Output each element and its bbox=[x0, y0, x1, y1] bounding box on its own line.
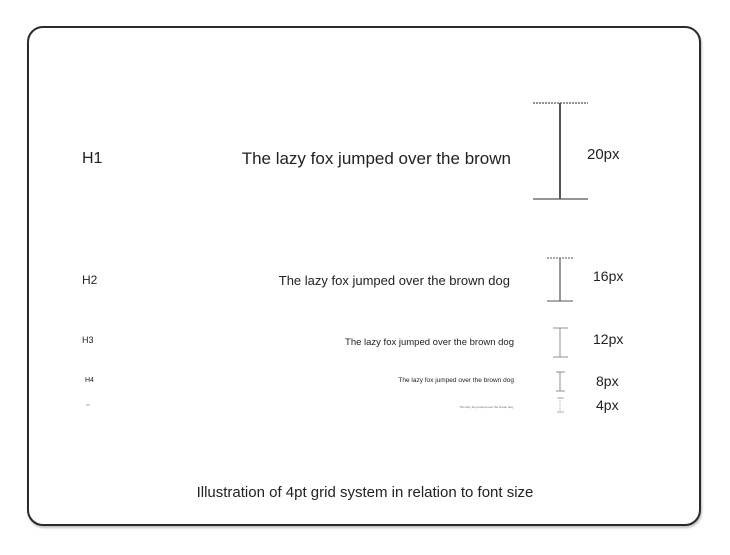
heading-tag-h5: H5 bbox=[86, 403, 90, 407]
heading-tag-h1: H1 bbox=[82, 150, 103, 167]
size-label-20px: 20px bbox=[587, 146, 620, 163]
diagram-caption: Illustration of 4pt grid system in relat… bbox=[196, 484, 534, 501]
sample-text-h4: The lazy fox jumped over the brown dog bbox=[398, 377, 514, 384]
size-label-12px: 12px bbox=[593, 331, 624, 347]
diagram-frame bbox=[27, 26, 701, 526]
heading-tag-h3: H3 bbox=[82, 335, 94, 345]
sample-text-h3: The lazy fox jumped over the brown dog bbox=[345, 337, 514, 348]
size-label-8px: 8px bbox=[596, 373, 619, 389]
size-label-4px: 4px bbox=[596, 397, 619, 413]
sample-text-h2: The lazy fox jumped over the brown dog bbox=[278, 273, 510, 288]
heading-tag-h2: H2 bbox=[82, 273, 98, 287]
heading-tag-h4: H4 bbox=[85, 377, 94, 384]
size-label-16px: 16px bbox=[593, 268, 624, 284]
sample-text-h1: The lazy fox jumped over the brown bbox=[241, 149, 511, 168]
sample-text-h5: The lazy fox jumped over the brown dog bbox=[459, 405, 513, 409]
